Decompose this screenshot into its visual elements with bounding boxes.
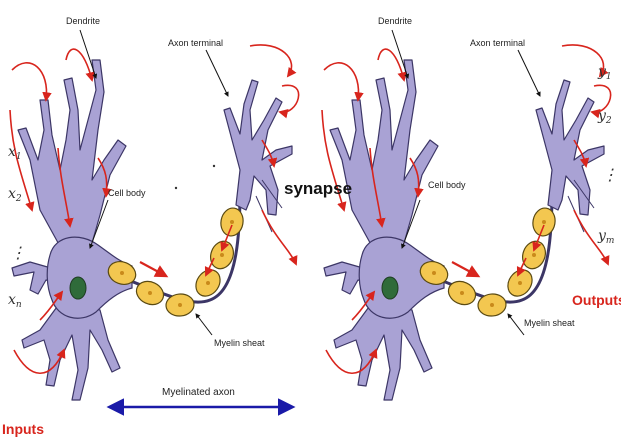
label-myelinated-axon: Myelinated axon: [162, 387, 235, 398]
input-dots: ⋮: [10, 243, 26, 262]
label-axon-terminal-left: Axon terminal: [168, 38, 223, 48]
svg-text:x1: x1: [8, 144, 22, 162]
label-inputs: Inputs: [2, 421, 44, 437]
label-dendrite-left: Dendrite: [66, 16, 100, 26]
label-dendrite-right: Dendrite: [378, 16, 412, 26]
input-x1-sub: 1: [16, 152, 22, 162]
label-cell-body-left: Cell body: [108, 188, 146, 198]
label-cell-body-right: Cell body: [428, 180, 466, 190]
stray-dot: [213, 165, 215, 167]
input-x2-sub: 2: [15, 194, 22, 204]
svg-text:y2: y2: [597, 108, 612, 126]
output-y1-sub: 1: [606, 72, 612, 82]
label-myelin-sheat-right: Myelin sheat: [524, 318, 575, 328]
input-xn-sub: n: [16, 300, 22, 310]
label-outputs: Outputs: [572, 292, 621, 308]
neuron-right: [322, 30, 611, 400]
output-y2-sub: 2: [605, 116, 612, 126]
input-x2: x: [8, 186, 16, 202]
svg-text:ym: ym: [597, 228, 614, 246]
stray-dot: [175, 187, 177, 189]
svg-text:y1: y1: [597, 64, 612, 82]
output-dots: ⋮: [602, 165, 618, 184]
input-xn: x: [8, 292, 16, 308]
output-ym-sub: m: [606, 236, 615, 246]
input-x1: x: [8, 144, 16, 160]
svg-text:xn: xn: [8, 292, 22, 310]
label-axon-terminal-right: Axon terminal: [470, 38, 525, 48]
label-myelin-sheat-left: Myelin sheat: [214, 338, 265, 348]
label-synapse: synapse: [284, 179, 352, 198]
input-variables: x1 x2 ⋮ xn: [8, 144, 26, 310]
svg-text:x2: x2: [8, 186, 22, 204]
